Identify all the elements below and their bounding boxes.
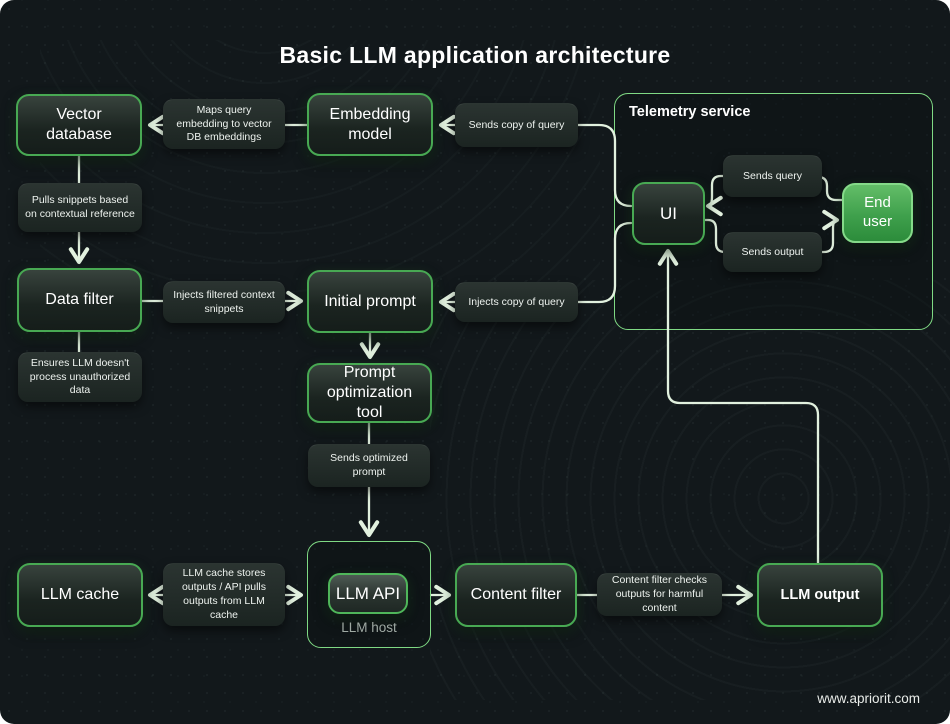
node-end-user: End user <box>842 183 913 243</box>
node-embedding-model: Embedding model <box>307 93 433 156</box>
edge-label-injects-filtered: Injects filtered context snippets <box>163 281 285 323</box>
edge-label-sends-copy-text: Sends copy of query <box>468 118 565 131</box>
edge-label-injects-filtered-text: Injects filtered context snippets <box>173 288 275 315</box>
edge-label-pulls-snippets-text: Pulls snippets based on contextual refer… <box>25 194 135 220</box>
edge-label-cache-stores-text: LLM cache stores outputs / API pulls out… <box>181 567 267 621</box>
node-llm-output: LLM output <box>757 563 883 627</box>
edge-label-sends-optimized: Sends optimized prompt <box>308 444 430 487</box>
page-title: Basic LLM application architecture <box>279 42 671 68</box>
node-embedding-model-label: Embedding model <box>329 105 411 143</box>
node-ui: UI <box>632 182 705 245</box>
node-initial-prompt-label: Initial prompt <box>324 292 416 310</box>
telemetry-service-title: Telemetry service <box>629 104 751 120</box>
node-llm-cache: LLM cache <box>17 563 143 627</box>
edge-label-sends-output-text: Sends output <box>741 245 804 258</box>
website-link: www.apriorit.com <box>817 691 920 706</box>
node-content-filter: Content filter <box>455 563 577 627</box>
edge-label-maps-query-text: Maps query embedding to vector DB embedd… <box>176 103 272 144</box>
llm-host-caption: LLM host <box>341 620 397 635</box>
llm-host-frame: LLM API LLM host <box>307 541 431 648</box>
edge-label-injects-copy-text: Injects copy of query <box>468 295 565 308</box>
edge-label-content-checks-text: Content filter checks outputs for harmfu… <box>611 574 708 614</box>
edge-label-ensures-llm: Ensures LLM doesn't process unauthorized… <box>18 352 142 402</box>
edge-label-sends-query: Sends query <box>723 155 822 197</box>
edge-label-content-checks: Content filter checks outputs for harmfu… <box>597 573 722 616</box>
edge-label-cache-stores: LLM cache stores outputs / API pulls out… <box>163 563 285 626</box>
edge-label-injects-copy: Injects copy of query <box>455 282 578 322</box>
node-vector-database-label: Vector database <box>46 106 112 143</box>
node-content-filter-label: Content filter <box>470 586 562 603</box>
node-prompt-optimization-tool: Prompt optimization tool <box>307 363 432 423</box>
node-data-filter-label: Data filter <box>45 291 114 308</box>
edge-label-maps-query: Maps query embedding to vector DB embedd… <box>163 99 285 149</box>
node-prompt-optimization-tool-label: Prompt optimization tool <box>326 364 413 421</box>
node-initial-prompt: Initial prompt <box>307 270 433 333</box>
node-end-user-label: End user <box>862 194 893 230</box>
edge-label-pulls-snippets: Pulls snippets based on contextual refer… <box>18 183 142 232</box>
node-vector-database: Vector database <box>16 94 142 156</box>
node-llm-api-label: LLM API <box>335 583 401 603</box>
edge-label-ensures-llm-text: Ensures LLM doesn't process unauthorized… <box>29 356 131 397</box>
node-llm-cache-label: LLM cache <box>40 586 120 603</box>
node-llm-output-label: LLM output <box>780 586 860 603</box>
edge-label-sends-query-text: Sends query <box>743 169 802 182</box>
node-ui-label: UI <box>660 203 677 223</box>
node-llm-api: LLM API <box>328 573 408 614</box>
edge-label-sends-output: Sends output <box>723 232 822 272</box>
edge-label-sends-optimized-text: Sends optimized prompt <box>330 452 408 478</box>
background-ripple-pattern <box>40 40 600 300</box>
node-data-filter: Data filter <box>17 268 142 332</box>
edge-label-sends-copy: Sends copy of query <box>455 103 578 147</box>
background-ripple-pattern <box>430 280 950 700</box>
